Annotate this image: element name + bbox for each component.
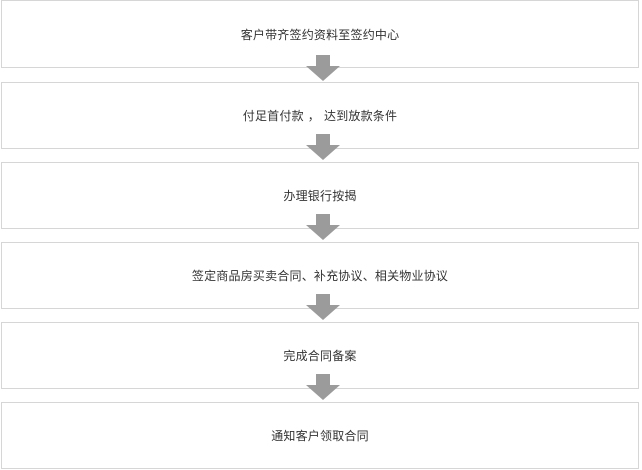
step-1-label: 客户带齐签约资料至签约中心 bbox=[240, 27, 400, 42]
down-arrow-icon bbox=[306, 214, 340, 240]
down-arrow-icon bbox=[306, 55, 340, 81]
down-arrow-icon bbox=[306, 294, 340, 320]
step-2-label: 付足首付款 ， 达到放款条件 bbox=[242, 109, 398, 123]
step-6-label: 通知客户领取合同 bbox=[271, 429, 369, 443]
down-arrow-icon bbox=[306, 134, 340, 160]
step-5-label: 完成合同备案 bbox=[283, 349, 357, 363]
down-arrow-icon bbox=[306, 374, 340, 400]
step-3-label: 办理银行按揭 bbox=[283, 189, 357, 203]
step-6-box: 通知客户领取合同 bbox=[1, 402, 639, 469]
step-4-label: 签定商品房买卖合同、补充协议、相关物业协议 bbox=[191, 269, 449, 283]
